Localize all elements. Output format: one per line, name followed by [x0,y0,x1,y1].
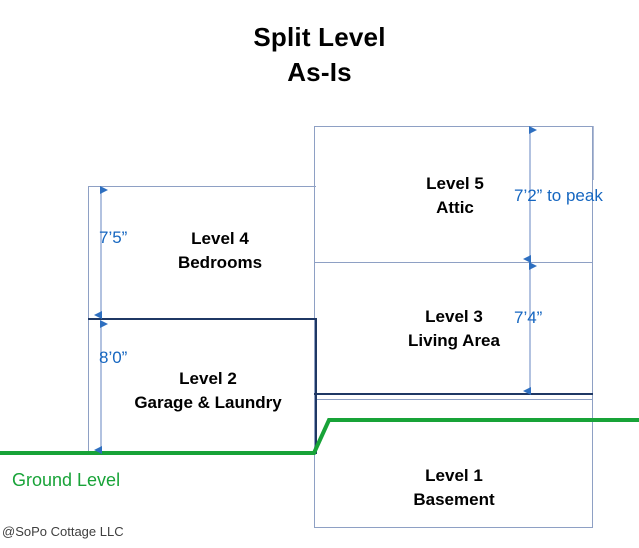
left-wing-floor-line [88,452,316,453]
dimension-label-level-4: 7’5” [99,228,128,247]
dimension-label-level-3: 7’4” [514,308,543,327]
label-level-4: Level 4 Bedrooms [130,227,310,275]
divider-living-basement-underline [314,399,593,400]
label-level-4-name: Level 4 [191,229,249,248]
label-level-1-name: Level 1 [425,466,483,485]
label-level-3: Level 3 Living Area [375,305,533,353]
dimension-label-level-2: 8’0” [99,348,128,367]
label-level-3-name: Level 3 [425,307,483,326]
right-block-outline [314,126,593,528]
label-level-1-use: Basement [413,490,495,510]
title-line-2: As-Is [287,57,352,88]
label-level-5-use: Attic [436,198,474,218]
watermark: @SoPo Cottage LLC [2,524,124,539]
ground-level-caption: Ground Level [12,470,121,490]
divider-attic-living [314,262,593,263]
interior-party-wall [315,318,317,454]
label-level-5: Level 5 Attic [385,172,525,220]
label-level-2: Level 2 Garage & Laundry [108,367,308,415]
label-level-1: Level 1 Basement [383,464,525,512]
divider-bedrooms-garage [88,318,316,320]
divider-living-basement [314,393,593,395]
dimension-label-level-5: 7’2” to peak [514,186,603,205]
label-level-2-name: Level 2 [179,369,237,388]
label-level-3-use: Living Area [408,331,500,351]
title-line-1: Split Level [253,22,386,52]
left-wing-left-wall [88,186,89,454]
label-level-2-use: Garage & Laundry [134,393,282,413]
label-level-4-use: Bedrooms [177,253,263,273]
label-level-5-name: Level 5 [426,174,484,193]
left-wing-roof-line [88,186,316,187]
page-title: Split Level As-Is [0,20,639,90]
